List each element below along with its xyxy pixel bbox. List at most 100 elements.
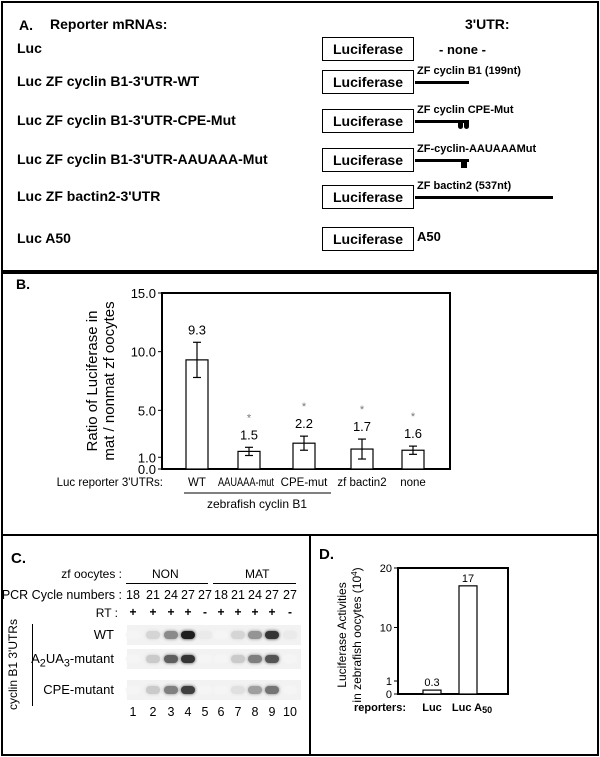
reporter-name: Luc ZF cyclin B1-3'UTR-AAUAAA-Mut [17, 151, 268, 167]
x-tick-label-sub: 50 [482, 705, 492, 715]
row-label: A2UA3-mutant [31, 651, 114, 670]
lane-number: 6 [217, 705, 225, 719]
gel-band [198, 631, 212, 639]
row-label-part: 3 [63, 657, 70, 670]
gel-band [248, 631, 262, 639]
luciferase-box: Luciferase [322, 227, 414, 251]
panel-d: D. [309, 534, 599, 756]
gel-strip [126, 649, 301, 669]
row-label: WT [93, 627, 114, 642]
row-label-part: A [31, 651, 40, 666]
rt-sign: + [217, 605, 225, 619]
y-tick-label: 1.0 [138, 450, 156, 465]
y-axis-label-line1: Ratio of Luciferase in [84, 311, 101, 452]
gel-band [231, 686, 245, 694]
rt-sign: - [203, 605, 207, 619]
gel-band [198, 686, 212, 694]
y-tick-label: 5.0 [138, 403, 156, 418]
gel-band [181, 655, 195, 663]
cycle-number: 21 [146, 588, 160, 602]
utr-label: ZF cyclin CPE-Mut [417, 104, 514, 116]
utr-label: ZF bactin2 (537nt) [417, 180, 512, 192]
luciferase-box: Luciferase [322, 185, 414, 209]
rt-sign: + [149, 605, 157, 619]
significance-mark: * [411, 411, 416, 423]
gel-band [265, 655, 279, 663]
group-line [126, 583, 208, 584]
lane-number: 8 [251, 705, 259, 719]
data-label: 17 [462, 573, 474, 585]
lane-number: 5 [201, 705, 209, 719]
gel-band [164, 686, 178, 694]
x-tick-label-base: Luc A [452, 702, 482, 714]
pcr-label: PCR Cycle numbers : [1, 588, 122, 602]
data-label: 2.2 [295, 416, 313, 431]
rt-sign: + [167, 605, 175, 619]
gel-band [283, 655, 297, 663]
luciferase-box: Luciferase [322, 148, 414, 172]
utr-line [415, 81, 469, 84]
y-tick-label: 0 [386, 689, 392, 701]
data-label: 1.7 [353, 419, 371, 434]
row-label: CPE-mutant [43, 682, 114, 697]
plot-frame [397, 567, 509, 695]
significance-mark: * [302, 401, 307, 413]
luciferase-box: Luciferase [322, 70, 414, 94]
utr-label: ZF-cyclin-AAUAAAMut [417, 143, 537, 155]
data-label: 1.6 [404, 426, 422, 441]
rt-sign: + [268, 605, 276, 619]
reporter-name: Luc [17, 40, 42, 56]
data-label: 9.3 [188, 322, 206, 337]
side-label: cyclin B1 3'UTRs [6, 619, 20, 710]
lane-number: 9 [268, 705, 276, 719]
utr-label: A50 [417, 229, 441, 244]
group-label: zebrafish cyclin B1 [207, 497, 307, 511]
data-label: 1.5 [240, 427, 258, 442]
rt-sign: + [234, 605, 242, 619]
gel-band [283, 631, 297, 639]
gel-band [198, 655, 212, 663]
cycle-number: 27 [198, 588, 212, 602]
reporter-name: Luc ZF cyclin B1-3'UTR-WT [17, 73, 200, 89]
y-axis-label: Luciferase Activitiesin zebrafish oocyte… [335, 567, 364, 702]
cycle-number: 24 [248, 588, 262, 602]
gel-band [231, 655, 245, 663]
lane-number: 2 [149, 705, 157, 719]
aauaaa-mutation-mark [461, 160, 467, 168]
y-axis-label-line2: mat / nonmat zf oocytes [101, 301, 118, 460]
group-mat: MAT [245, 567, 270, 581]
gel-strip [126, 625, 301, 645]
gel-band [126, 631, 140, 639]
rt-label: RT : [95, 606, 118, 620]
luciferase-box: Luciferase [322, 37, 414, 61]
reporter-name: Luc A50 [17, 230, 71, 246]
utr-label: - none - [439, 42, 486, 57]
utr-label: ZF cyclin B1 (199nt) [417, 65, 521, 77]
x-tick-label: CPE-mut [281, 477, 328, 489]
cpe-mutation-mark [458, 121, 463, 129]
y-tick-label: 0.0 [138, 462, 156, 477]
bar [458, 585, 478, 695]
y-axis-label-line1: Luciferase Activities [335, 582, 349, 687]
panel-b-letter: B. [16, 276, 30, 292]
gel-band [265, 686, 279, 694]
gel-band [146, 655, 160, 663]
rt-sign: - [288, 605, 292, 619]
y-tick-label: 15.0 [131, 286, 156, 301]
y-tick-label: 1 [386, 676, 392, 688]
gel-band [164, 655, 178, 663]
reporter-name: Luc ZF cyclin B1-3'UTR-CPE-Mut [17, 112, 236, 128]
cycle-number: 18 [126, 588, 140, 602]
lane-number: 1 [129, 705, 137, 719]
utr-line [415, 159, 469, 162]
cpe-mutation-mark [464, 121, 469, 129]
gel-strip [126, 680, 301, 700]
x-axis-prefix: reporters: [354, 702, 406, 714]
y-tick-label: 20 [380, 563, 392, 575]
gel-band [248, 686, 262, 694]
x-tick-label: zf bactin2 [337, 477, 386, 489]
